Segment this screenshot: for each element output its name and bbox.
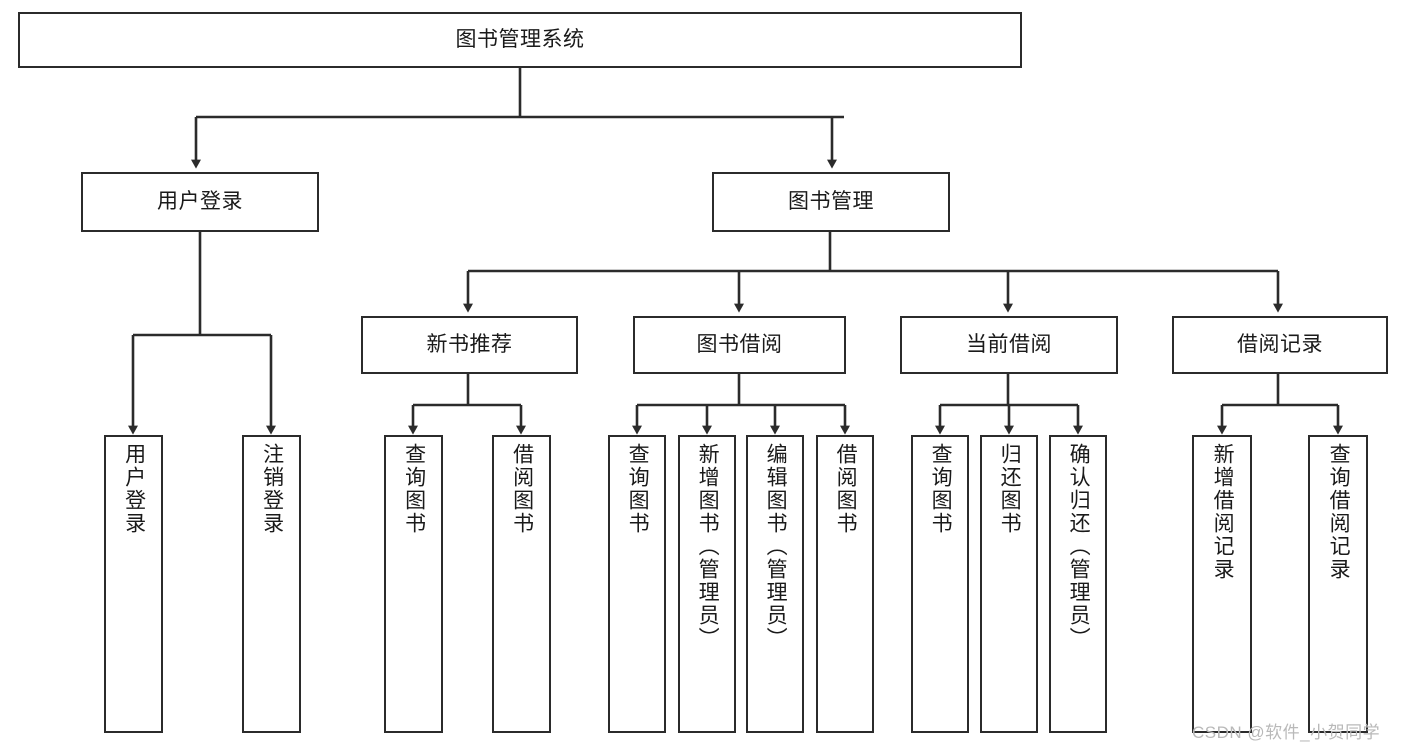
node-book-borrow[interactable]: 图书借阅 bbox=[633, 316, 846, 374]
node-new-book-recommend[interactable]: 新书推荐 bbox=[361, 316, 578, 374]
node-current-borrow-label: 当前借阅 bbox=[966, 333, 1052, 357]
node-user-login[interactable]: 用户登录 bbox=[81, 172, 319, 232]
node-current-borrow[interactable]: 当前借阅 bbox=[900, 316, 1118, 374]
node-book-borrow-label: 图书借阅 bbox=[696, 333, 783, 357]
node-borrow-record[interactable]: 借阅记录 bbox=[1172, 316, 1388, 374]
node-root[interactable]: 图书管理系统 bbox=[18, 12, 1022, 68]
node-book-management-label: 图书管理 bbox=[788, 190, 874, 214]
watermark-text: CSDN @软件_小贺同学 bbox=[1192, 723, 1381, 742]
node-leaf-query-borrow-record-label: 查询借阅记录 bbox=[1327, 443, 1351, 581]
node-leaf-add-book-admin[interactable]: 新增图书（管理员） bbox=[678, 435, 736, 733]
node-leaf-edit-book-admin[interactable]: 编辑图书（管理员） bbox=[746, 435, 804, 733]
node-leaf-add-borrow-record-label: 新增借阅记录 bbox=[1211, 443, 1235, 581]
node-leaf-user-login-label: 用户登录 bbox=[122, 443, 146, 535]
node-leaf-user-login[interactable]: 用户登录 bbox=[104, 435, 163, 733]
node-user-login-label: 用户登录 bbox=[157, 190, 243, 214]
node-book-management[interactable]: 图书管理 bbox=[712, 172, 950, 232]
node-leaf-query-book-1-label: 查询图书 bbox=[402, 443, 426, 535]
node-leaf-query-borrow-record[interactable]: 查询借阅记录 bbox=[1308, 435, 1368, 733]
node-borrow-record-label: 借阅记录 bbox=[1237, 333, 1323, 357]
node-leaf-borrow-book-1-label: 借阅图书 bbox=[510, 443, 534, 535]
node-leaf-logout-login-label: 注销登录 bbox=[260, 443, 284, 535]
node-leaf-borrow-book-2[interactable]: 借阅图书 bbox=[816, 435, 874, 733]
node-leaf-return-book[interactable]: 归还图书 bbox=[980, 435, 1038, 733]
node-new-book-recommend-label: 新书推荐 bbox=[426, 333, 513, 357]
node-leaf-confirm-return-admin-label: 确认归还（管理员） bbox=[1067, 443, 1091, 650]
node-leaf-edit-book-admin-label: 编辑图书（管理员） bbox=[764, 443, 788, 650]
node-leaf-add-borrow-record[interactable]: 新增借阅记录 bbox=[1192, 435, 1252, 733]
node-leaf-return-book-label: 归还图书 bbox=[998, 443, 1022, 535]
node-leaf-query-book-1[interactable]: 查询图书 bbox=[384, 435, 443, 733]
node-leaf-query-book-2[interactable]: 查询图书 bbox=[608, 435, 666, 733]
node-leaf-logout-login[interactable]: 注销登录 bbox=[242, 435, 301, 733]
node-leaf-query-book-3-label: 查询图书 bbox=[929, 443, 953, 535]
node-leaf-borrow-book-1[interactable]: 借阅图书 bbox=[492, 435, 551, 733]
node-leaf-add-book-admin-label: 新增图书（管理员） bbox=[696, 443, 720, 650]
node-root-label: 图书管理系统 bbox=[455, 28, 585, 52]
node-leaf-query-book-2-label: 查询图书 bbox=[626, 443, 650, 535]
node-leaf-query-book-3[interactable]: 查询图书 bbox=[911, 435, 969, 733]
node-leaf-borrow-book-2-label: 借阅图书 bbox=[834, 443, 858, 535]
node-leaf-confirm-return-admin[interactable]: 确认归还（管理员） bbox=[1049, 435, 1107, 733]
